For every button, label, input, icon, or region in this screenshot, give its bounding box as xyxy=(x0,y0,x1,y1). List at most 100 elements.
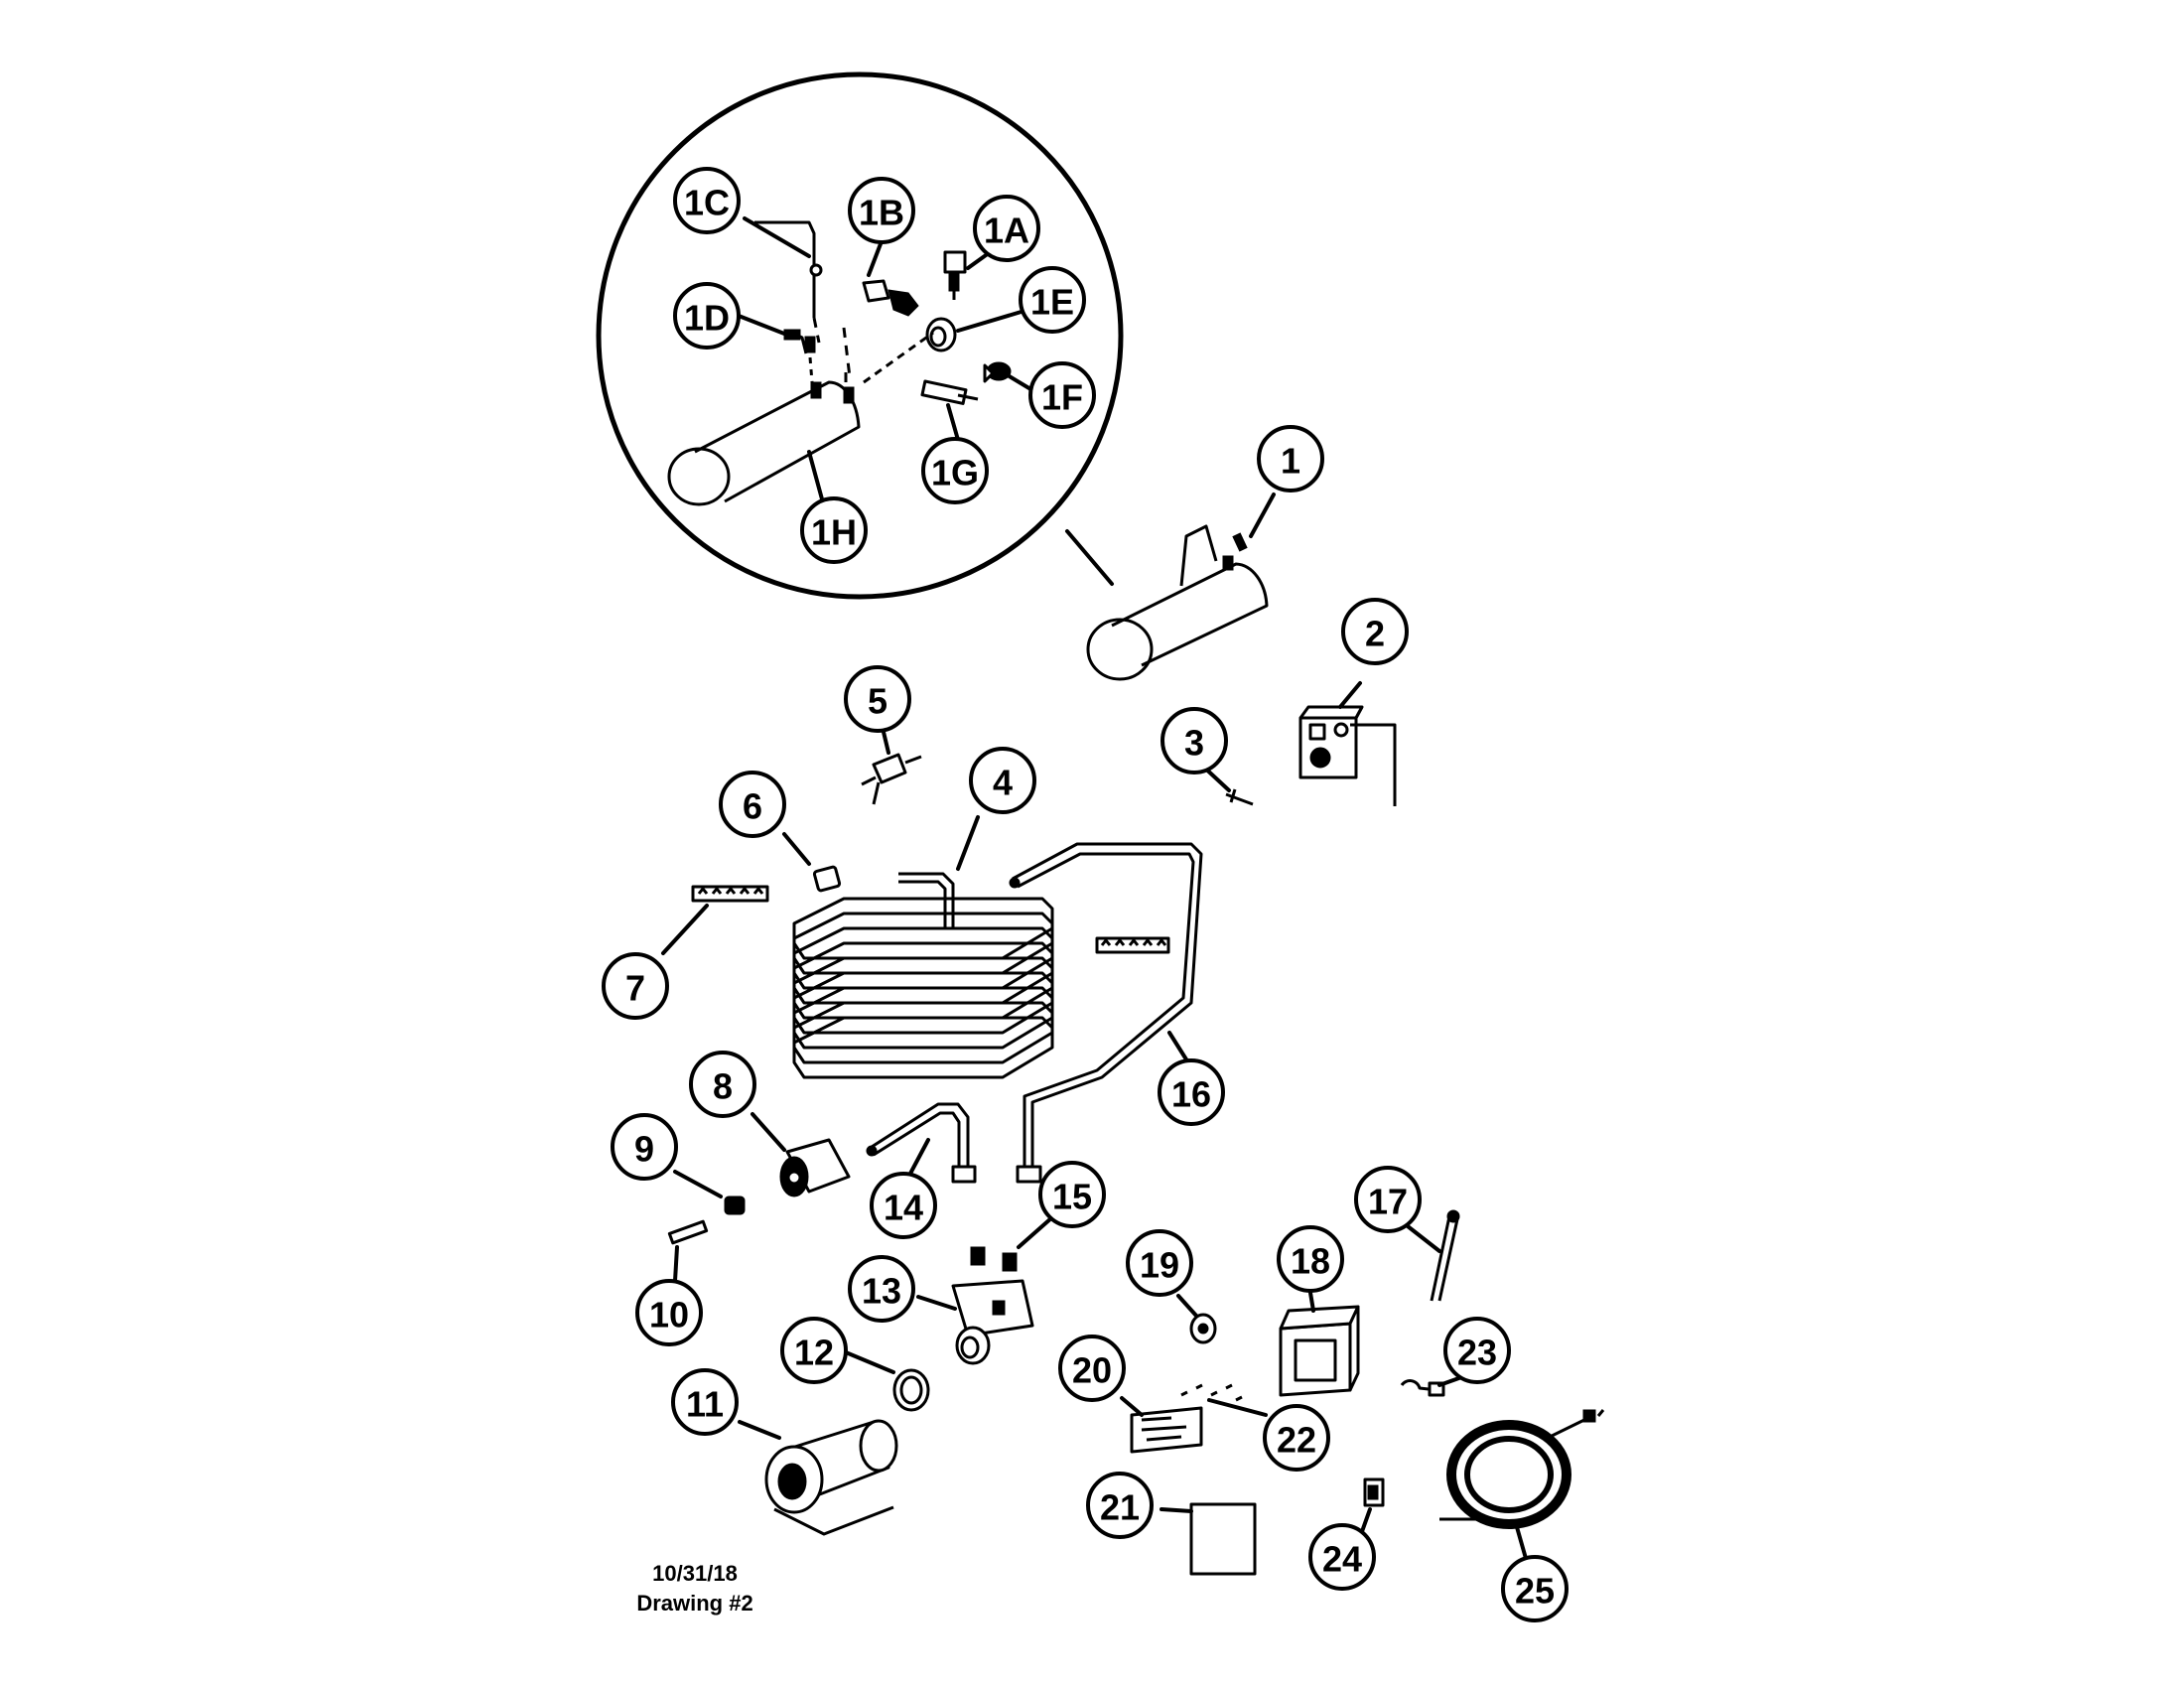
callout-label: 14 xyxy=(884,1188,923,1228)
callout-7: 7 xyxy=(602,952,669,1020)
callout-bubble xyxy=(1028,361,1096,429)
callout-label: 5 xyxy=(868,681,887,722)
callout-18: 18 xyxy=(1277,1225,1344,1293)
callout-23: 23 xyxy=(1443,1317,1511,1384)
callout-bubble xyxy=(671,1368,739,1436)
callout-bubble xyxy=(1038,1161,1106,1228)
drawing-number: Drawing #2 xyxy=(636,1591,753,1616)
coil-loop xyxy=(792,971,1054,1035)
callout-bubble xyxy=(602,952,669,1020)
detail-view-leader xyxy=(1065,529,1114,586)
part-16-tube xyxy=(1009,842,1203,1184)
part-17-cable-tie xyxy=(1406,1209,1460,1302)
callout-bubble xyxy=(1019,266,1086,334)
callout-label: 12 xyxy=(794,1333,834,1373)
callout-15: 15 xyxy=(1038,1161,1106,1228)
callout-11: 11 xyxy=(671,1368,739,1436)
callout-1c: 1C xyxy=(673,167,741,234)
part-24-switch xyxy=(1358,1477,1385,1539)
callout-20: 20 xyxy=(1058,1335,1126,1402)
part-15-fittings xyxy=(970,1215,1054,1272)
part-10-pin xyxy=(667,1219,709,1283)
callout-label: 1C xyxy=(684,183,730,223)
part-6-sleeve xyxy=(782,832,842,893)
callout-bubble xyxy=(1158,1058,1225,1126)
callout-bubble xyxy=(673,167,741,234)
coil-lead xyxy=(898,872,955,928)
part-5-valve xyxy=(861,726,922,805)
callout-bubble xyxy=(1308,1523,1376,1591)
coil-loop xyxy=(792,986,1054,1050)
callout-label: 1A xyxy=(984,211,1029,251)
callout-label: 17 xyxy=(1368,1182,1408,1222)
callout-bubble xyxy=(1277,1225,1344,1293)
callout-bubble xyxy=(689,1051,756,1118)
callout-bubble xyxy=(1341,598,1409,665)
part-7-clip-strip xyxy=(661,885,769,955)
callout-label: 21 xyxy=(1100,1487,1140,1528)
part-13-pump-housing xyxy=(916,1279,1034,1365)
callout-1b: 1B xyxy=(848,177,915,244)
part-21-cover-plate xyxy=(1160,1502,1257,1576)
callout-label: 2 xyxy=(1365,614,1385,654)
callout-label: 24 xyxy=(1322,1539,1362,1580)
callout-9: 9 xyxy=(611,1113,678,1181)
callout-1e: 1E xyxy=(1019,266,1086,334)
callout-3: 3 xyxy=(1160,707,1228,774)
callout-bubble xyxy=(973,195,1040,262)
callout-bubble xyxy=(844,665,911,733)
callout-label: 18 xyxy=(1291,1241,1330,1282)
callout-label: 23 xyxy=(1457,1333,1497,1373)
callout-22: 22 xyxy=(1263,1404,1330,1472)
callout-bubble xyxy=(870,1172,937,1239)
callout-bubble xyxy=(673,282,741,350)
callout-1g: 1G xyxy=(921,437,989,504)
callout-1f: 1F xyxy=(1028,361,1096,429)
callout-label: 22 xyxy=(1277,1420,1316,1461)
callout-bubble xyxy=(1058,1335,1126,1402)
part-22-screws xyxy=(1180,1383,1268,1417)
part-1f-fitting xyxy=(983,361,1012,383)
callout-bubble xyxy=(1086,1472,1154,1539)
callout-5: 5 xyxy=(844,665,911,733)
drawing-date: 10/31/18 xyxy=(652,1561,738,1586)
part-20-label xyxy=(1120,1396,1203,1454)
callout-bubble xyxy=(921,437,989,504)
callout-bubble xyxy=(1126,1229,1193,1297)
part-1h-tank-detail xyxy=(667,372,861,506)
part-19-knob xyxy=(1176,1294,1217,1344)
part-11-motor xyxy=(738,1419,898,1536)
callout-10: 10 xyxy=(635,1279,703,1346)
part-1a-fitting xyxy=(943,250,967,300)
callout-bubble xyxy=(1443,1317,1511,1384)
part-1e-nut xyxy=(925,317,957,352)
callout-bubble xyxy=(1257,425,1324,492)
callout-bubble xyxy=(969,747,1036,814)
callout-21: 21 xyxy=(1086,1472,1154,1539)
coil-lead xyxy=(898,880,947,928)
part-7-clip-strip-alt xyxy=(1095,936,1170,954)
callout-14: 14 xyxy=(870,1172,937,1239)
part-1g-coupling xyxy=(920,379,979,405)
callout-19: 19 xyxy=(1126,1229,1193,1297)
callout-label: 1F xyxy=(1041,377,1083,418)
callout-bubble xyxy=(1354,1166,1422,1233)
callout-label: 3 xyxy=(1184,723,1204,764)
callout-label: 10 xyxy=(649,1295,689,1336)
callout-24: 24 xyxy=(1308,1523,1376,1591)
part-9-nut xyxy=(673,1170,746,1215)
part-1b-valve xyxy=(862,279,919,317)
callout-label: 7 xyxy=(625,968,645,1009)
part-1c-probe xyxy=(754,220,823,344)
callout-bubble xyxy=(800,496,868,564)
callout-label: 1D xyxy=(684,298,730,339)
callout-16: 16 xyxy=(1158,1058,1225,1126)
callout-label: 13 xyxy=(862,1271,901,1312)
callout-bubble xyxy=(848,177,915,244)
callout-label: 1H xyxy=(811,512,857,553)
detail-view-circle xyxy=(596,71,1124,600)
callout-label: 19 xyxy=(1140,1245,1179,1286)
callout-bubble xyxy=(1160,707,1228,774)
